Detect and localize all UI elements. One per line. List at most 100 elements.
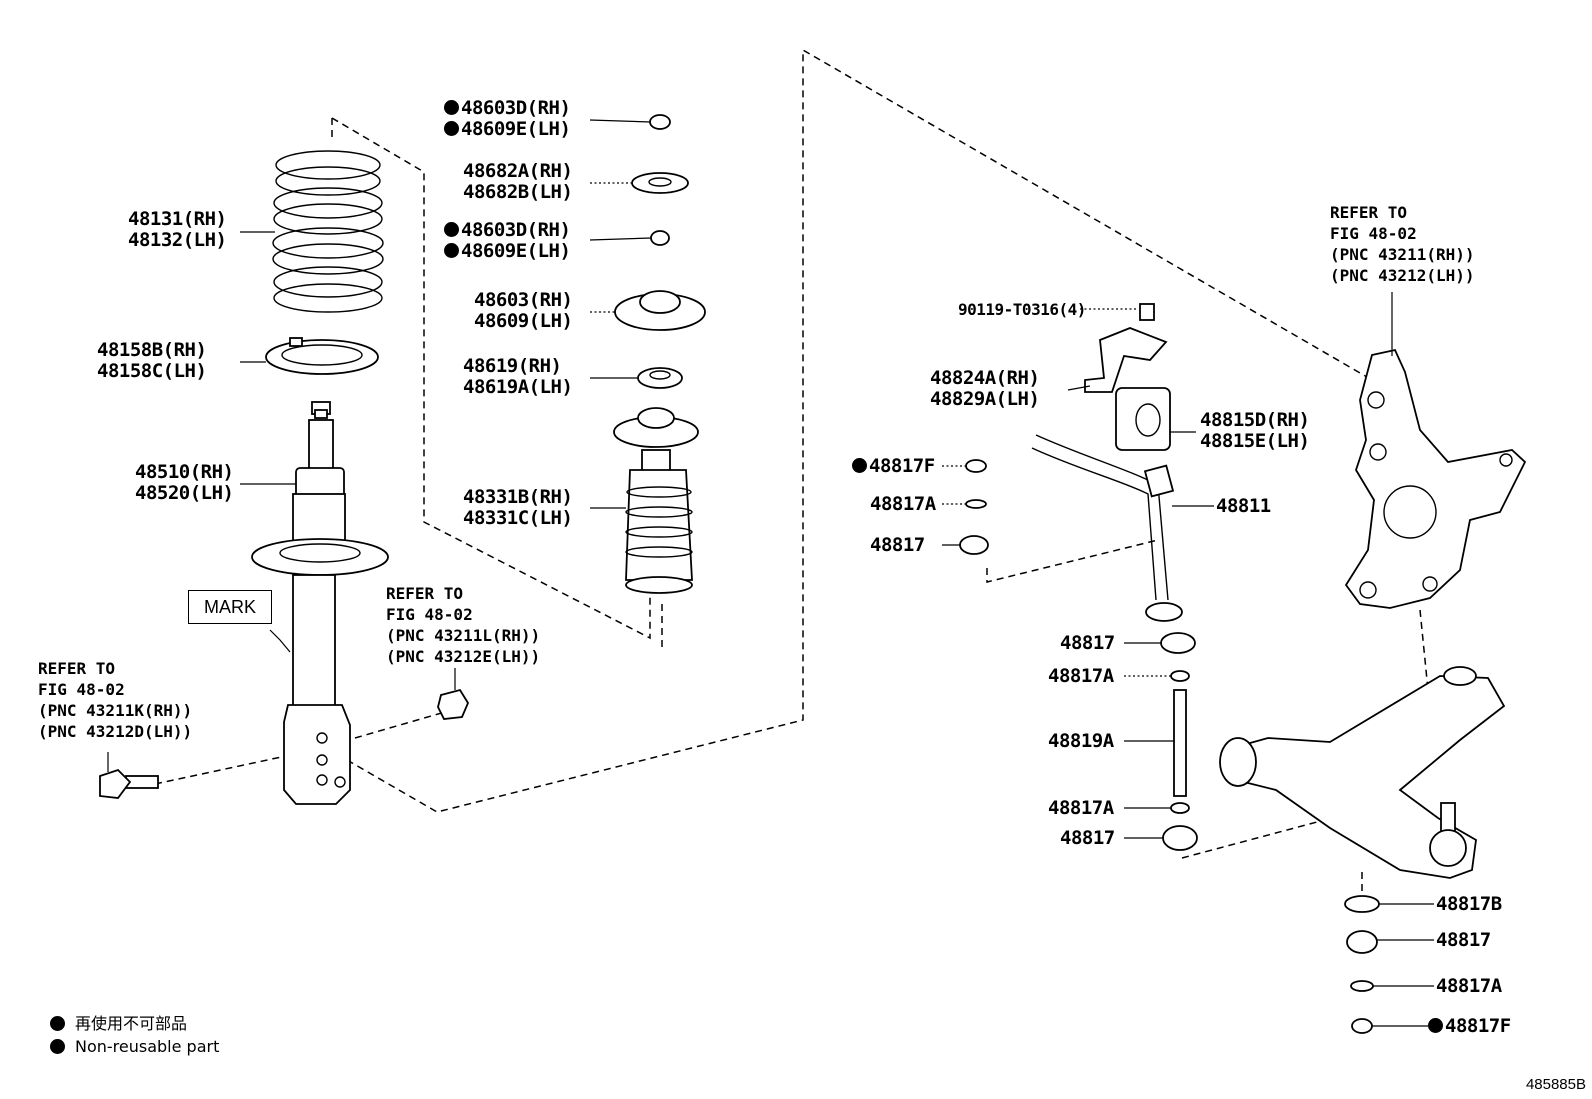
ref-line: REFER TO (386, 584, 464, 603)
label-line: 48817 (1060, 632, 1115, 654)
label-line: 48817A (1436, 975, 1502, 997)
label-strut: 48510(RH) 48520(LH) (135, 461, 234, 504)
label-bracket: 48824A(RH) 48829A(LH) (930, 367, 1040, 410)
reference-right: REFER TO FIG 48-02 (PNC 43211(RH)) (PNC … (1330, 202, 1475, 286)
non-reusable-mark-icon (444, 121, 459, 136)
label-bearing: 48619(RH) 48619A(LH) (463, 355, 573, 398)
label-nut-mid: 48603D(RH) 48609E(LH) (444, 219, 571, 262)
knuckle-nut (437, 688, 470, 720)
label-line: 48158B(RH) (97, 339, 207, 361)
label-48817a-top: 48817A (870, 494, 936, 515)
non-reusable-mark-icon (444, 222, 459, 237)
dashed-group-lines (154, 48, 1429, 898)
diagram-code: 485885B (1525, 1076, 1586, 1093)
non-reusable-mark-icon (444, 243, 459, 258)
non-reusable-mark-icon (50, 1039, 65, 1054)
label-line: 48815D(RH) (1200, 409, 1310, 431)
label-48817a-link-upper: 48817A (1048, 666, 1114, 687)
ref-line: REFER TO (1330, 203, 1408, 222)
label-line: 48824A(RH) (930, 367, 1040, 389)
label-line: 48619(RH) (463, 355, 562, 377)
lower-control-arm (1219, 666, 1506, 879)
steering-knuckle (1344, 348, 1527, 609)
label-line: 48682A(RH) (463, 160, 573, 182)
label-48817f-top: 48817F (852, 456, 935, 477)
ref-line: (PNC 43211L(RH)) (386, 626, 541, 645)
label-support: 48603(RH) 48609(LH) (474, 290, 573, 332)
label-bushing: 48815D(RH) 48815E(LH) (1200, 409, 1310, 452)
non-reusable-mark-icon (1428, 1018, 1443, 1033)
label-spring: 48131(RH) 48132(LH) (128, 208, 227, 251)
reference-left: REFER TO FIG 48-02 (PNC 43211K(RH)) (PNC… (38, 658, 192, 742)
label-line: 48815E(LH) (1200, 430, 1310, 452)
label-line: 48817F (1445, 1015, 1511, 1037)
shock-absorber-strut (251, 401, 389, 805)
non-reusable-mark-icon (50, 1016, 65, 1031)
label-line: 48331C(LH) (463, 507, 573, 529)
label-line: 48817B (1436, 893, 1502, 915)
label-line: 48811 (1216, 495, 1271, 517)
ref-line: (PNC 43211K(RH)) (38, 701, 193, 720)
label-48817-bottom: 48817 (1436, 930, 1491, 951)
label-line: 48510(RH) (135, 461, 234, 483)
legend-japanese: 再使用不可部品 (50, 1010, 187, 1034)
ref-line: (PNC 43211(RH)) (1330, 245, 1475, 264)
leader-lines (107, 119, 1434, 1027)
label-stabilizer-bar: 48811 (1216, 496, 1271, 517)
label-bumper: 48331B(RH) 48331C(LH) (463, 486, 573, 529)
ball-joint-parts (1344, 895, 1380, 1034)
label-line: 48829A(LH) (930, 388, 1040, 410)
reference-middle: REFER TO FIG 48-02 (PNC 43211L(RH)) (PNC… (386, 583, 540, 667)
knuckle-bolt (99, 768, 159, 799)
label-line: 48609E(LH) (461, 240, 571, 262)
label-48817a-bottom: 48817A (1436, 976, 1502, 997)
label-line: 48817F (869, 455, 935, 477)
label-line: 48817 (1436, 929, 1491, 951)
ref-line: (PNC 43212E(LH)) (386, 647, 541, 666)
label-line: 48520(LH) (135, 482, 234, 504)
label-48817f-bottom: 48817F (1428, 1016, 1511, 1037)
label-line: 48609E(LH) (461, 118, 571, 140)
non-reusable-mark-icon (852, 458, 867, 473)
label-line: 48817A (870, 493, 936, 515)
label-line: 48609(LH) (474, 310, 573, 332)
ref-line: FIG 48-02 (38, 680, 125, 699)
label-48817-top: 48817 (870, 535, 925, 556)
ref-line: FIG 48-02 (386, 605, 473, 624)
ref-line: (PNC 43212(LH)) (1330, 266, 1475, 285)
mark-callout: MARK (188, 590, 272, 624)
ref-line: FIG 48-02 (1330, 224, 1417, 243)
ref-line: (PNC 43212D(LH)) (38, 722, 193, 741)
coil-spring (272, 150, 384, 313)
label-line: 48331B(RH) (463, 486, 573, 508)
label-line: 90119-T0316(4) (958, 300, 1086, 319)
label-line: 48817A (1048, 797, 1114, 819)
label-nut-top: 48603D(RH) 48609E(LH) (444, 97, 571, 140)
label-line: 48819A (1048, 730, 1114, 752)
label-link: 48819A (1048, 731, 1114, 752)
label-line: 48682B(LH) (463, 181, 573, 203)
non-reusable-mark-icon (444, 100, 459, 115)
label-line: 48158C(LH) (97, 360, 207, 382)
label-line: 48131(RH) (128, 208, 227, 230)
label-48817-link-lower: 48817 (1060, 828, 1115, 849)
label-insulator-lower: 48158B(RH) 48158C(LH) (97, 339, 207, 382)
label-48817-link-upper: 48817 (1060, 633, 1115, 654)
upper-mount-parts (613, 114, 706, 594)
legend-text: Non-reusable part (75, 1037, 220, 1056)
ref-line: REFER TO (38, 659, 116, 678)
label-line: 48603D(RH) (461, 97, 571, 119)
label-line: 48817 (1060, 827, 1115, 849)
label-line: 48817A (1048, 665, 1114, 687)
stabilizer-assembly (1031, 303, 1183, 622)
label-line: 48603D(RH) (461, 219, 571, 241)
lower-insulator (265, 337, 379, 375)
legend-english: Non-reusable part (50, 1037, 219, 1056)
legend-text: 再使用不可部品 (75, 1014, 188, 1033)
label-bolt-bracket: 90119-T0316(4) (958, 299, 1086, 320)
label-48817b: 48817B (1436, 894, 1502, 915)
label-washer-top: 48682A(RH) 48682B(LH) (463, 160, 573, 203)
label-line: 48817 (870, 534, 925, 556)
